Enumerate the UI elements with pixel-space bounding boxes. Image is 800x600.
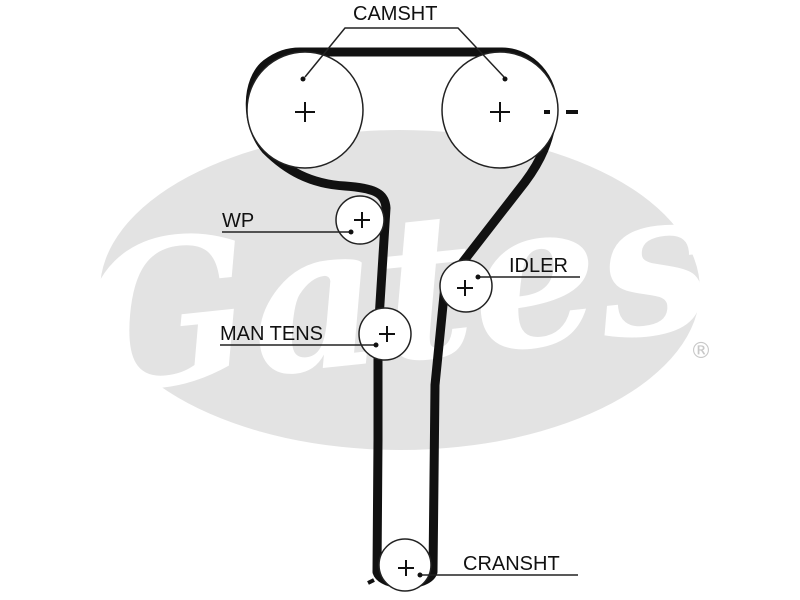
crankshaft-label: CRANSHT: [463, 553, 560, 575]
water-pump-pulley: [335, 195, 385, 245]
idler-label: IDLER: [509, 255, 568, 277]
plus-icon: [354, 212, 370, 228]
plus-icon: [295, 102, 315, 122]
gates-watermark: Gates ®: [68, 130, 722, 450]
crankshaft-pulley: [378, 538, 432, 592]
manual-tensioner-pulley: [358, 307, 412, 361]
camshaft-leader-line: [304, 27, 505, 78]
plus-icon: [379, 326, 395, 342]
plus-icon: [398, 560, 414, 576]
marker-dots: [300, 76, 508, 578]
camshaft-pulley-right: [441, 51, 559, 169]
registered-mark: ®: [690, 339, 712, 364]
leader-lines: [220, 27, 580, 576]
dash-mark-icon: [367, 110, 578, 585]
manual-tensioner-label: MAN TENS: [220, 323, 323, 345]
watermark-ellipse: [100, 130, 700, 450]
idler-pulley: [439, 259, 493, 313]
camshaft-label: CAMSHT: [353, 3, 437, 25]
plus-icon: [490, 102, 510, 122]
plus-icon: [457, 280, 473, 296]
camshaft-pulley-left: [246, 51, 364, 169]
water-pump-label: WP: [222, 210, 254, 232]
